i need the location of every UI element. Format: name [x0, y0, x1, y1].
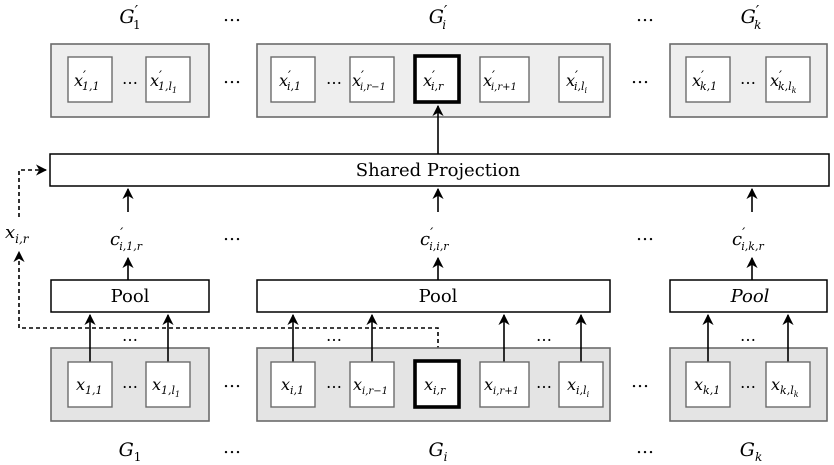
output-cell-label: x′k,1 [692, 69, 717, 93]
context-ellipsis-right: … [636, 224, 654, 245]
input-cell-label: x1,1 [76, 375, 103, 397]
output-cell-label: x′i,r [423, 69, 444, 93]
input-cell [349, 361, 395, 408]
output-cell-label: x′i,r−1 [352, 69, 386, 93]
input-cell [479, 361, 530, 408]
context-vector-label-1: c′i,1,r [110, 226, 143, 253]
input-cell-ellipsis: … [122, 373, 138, 392]
input-cell-ellipsis: … [326, 373, 342, 392]
output-cell-label: x′1,1 [74, 69, 99, 93]
context-ellipsis-left: … [223, 224, 241, 245]
input-cell [558, 361, 604, 408]
pool-box-g1 [50, 279, 210, 313]
pool-label-g1: Pool [111, 286, 150, 307]
pool-label-gi: Pool [419, 286, 458, 307]
output-cell-label: x′i,r+1 [483, 69, 517, 93]
input-cell [67, 361, 113, 408]
svg-text:Gk: Gk [740, 439, 762, 464]
input-cell-label: xi,r [424, 375, 446, 397]
top-ellipsis-left: … [223, 5, 241, 26]
context-vector-label-i: c′i,i,r [420, 226, 449, 253]
input-cell-label: x1,l1 [152, 375, 180, 399]
arrow-ellipsis: … [326, 326, 342, 345]
input-cell-label: xi,r+1 [484, 375, 519, 397]
output-ellipsis-between-gi-gk: … [631, 67, 649, 88]
bottom-ellipsis-left: … [223, 437, 241, 458]
output-cell [479, 56, 530, 103]
svg-text:c′i,1,r: c′i,1,r [110, 226, 143, 253]
output-cell-ellipsis: … [122, 69, 138, 88]
input-cell [270, 361, 316, 408]
output-cell [765, 56, 811, 103]
svg-text:G1: G1 [119, 439, 142, 464]
svg-text:G′i: G′i [429, 2, 448, 32]
output-cell [558, 56, 604, 103]
output-cell [67, 56, 113, 103]
input-cell-label: xk,lk [771, 375, 799, 399]
output-cell-label: x′i,1 [279, 69, 301, 93]
dashed-skip-path-top [18, 164, 48, 217]
output-cell-label: x′i,li [566, 69, 588, 95]
input-cell-label: xi,r−1 [353, 375, 388, 397]
input-cell-label: xi,1 [281, 375, 304, 397]
output-cell-label: x′1,l1 [150, 69, 177, 95]
input-cell-label: xi,li [567, 375, 590, 399]
input-cell-label: xk,1 [694, 375, 720, 397]
output-cell [685, 56, 731, 103]
output-cell-ellipsis: … [326, 69, 342, 88]
pool-box-gk [669, 279, 828, 313]
arrow-ellipsis: … [740, 326, 756, 345]
input-cell-highlighted [413, 359, 461, 409]
shared-projection-box [49, 153, 830, 187]
svg-text:G′1: G′1 [119, 2, 140, 32]
input-cell [685, 361, 731, 408]
dashed-skip-path-bottom [13, 250, 439, 350]
side-input-label: xi,r [5, 222, 30, 246]
top-ellipsis-right: … [636, 5, 654, 26]
pool-label-gk: Pool [730, 286, 770, 307]
context-vector-label-k: c′i,k,r [732, 226, 764, 253]
output-cell-highlighted [413, 54, 461, 104]
input-cell [145, 361, 191, 408]
bottom-group-label-g1: G1 [119, 439, 142, 464]
bottom-group-label-gk: Gk [740, 439, 762, 464]
input-cell-ellipsis: … [740, 373, 756, 392]
input-cell [765, 361, 811, 408]
arrow-ellipsis: … [122, 326, 138, 345]
pool-box-gi [256, 279, 611, 313]
arrow-ellipsis: … [536, 326, 552, 345]
input-cell-ellipsis: … [536, 373, 552, 392]
bottom-ellipsis-right: … [636, 437, 654, 458]
output-cell [270, 56, 316, 103]
svg-text:c′i,i,r: c′i,i,r [420, 226, 449, 253]
svg-text:c′i,k,r: c′i,k,r [732, 226, 764, 253]
bottom-group-label-gi: Gi [428, 439, 447, 464]
output-ellipsis-between-g1-gi: … [223, 67, 241, 88]
output-cell [349, 56, 395, 103]
svg-text:Gi: Gi [428, 439, 447, 464]
input-ellipsis-between-g1-gi: … [223, 371, 241, 392]
svg-text:xi,r: xi,r [5, 222, 30, 246]
output-cell [145, 56, 191, 103]
svg-text:G′k: G′k [741, 2, 762, 32]
top-group-label-gi: G′i [429, 2, 448, 32]
top-group-label-g1: G′1 [119, 2, 140, 32]
shared-projection-label: Shared Projection [356, 160, 521, 181]
output-cell-ellipsis: … [740, 69, 756, 88]
output-cell-label: x′k,lk [770, 69, 797, 95]
input-ellipsis-between-gi-gk: … [631, 371, 649, 392]
top-group-label-gk: G′k [741, 2, 762, 32]
